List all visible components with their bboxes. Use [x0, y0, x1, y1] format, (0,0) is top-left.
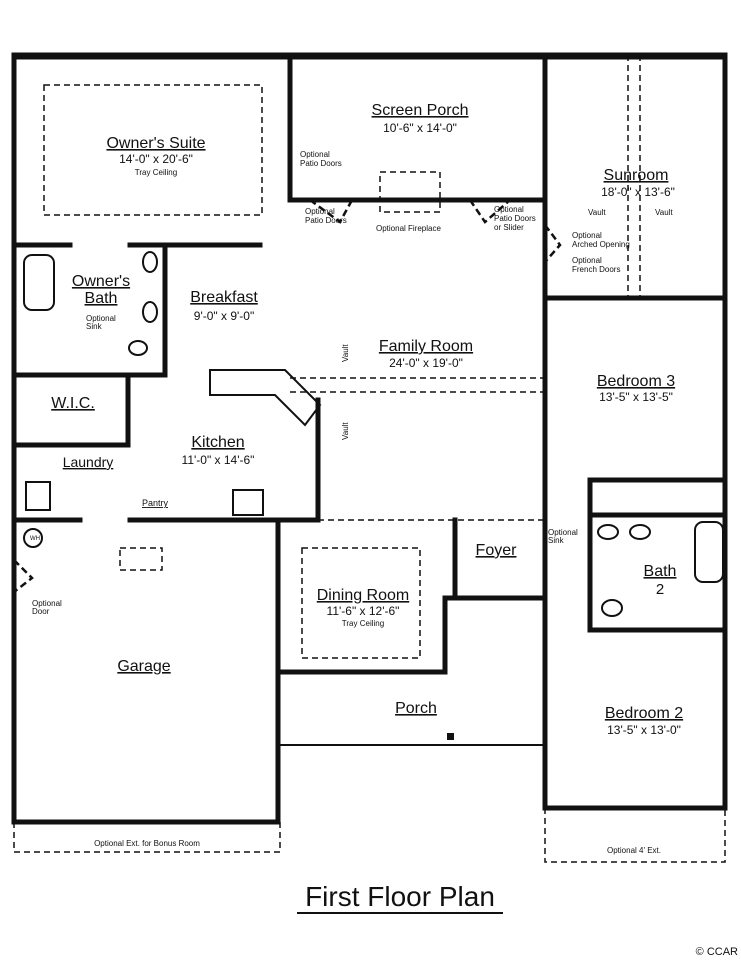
note: Optional Fireplace [376, 224, 441, 233]
note: Sink [548, 536, 565, 545]
room-note: Tray Ceiling [342, 619, 384, 628]
note: Optional [305, 207, 335, 216]
room-name: Bedroom 2 [605, 705, 683, 722]
note: Patio Doors [494, 214, 536, 223]
room-dimensions: 10'-6" x 14'-0" [383, 121, 457, 135]
optional-notes: Optional Patio Doors Optional Patio Door… [94, 150, 661, 855]
room-dimensions: 9'-0" x 9'-0" [194, 309, 254, 323]
copyright: © CCAR [696, 946, 738, 958]
note: Arched Opening [572, 240, 630, 249]
room-pantry: Pantry [142, 498, 169, 508]
room-breakfast: Breakfast 9'-0" x 9'-0" [190, 289, 258, 323]
note: Optional [300, 150, 330, 159]
room-owners-bath: Owner's Bath Optional Sink [72, 273, 130, 331]
note: Optional [548, 528, 578, 537]
room-sunroom: Sunroom 18'-0" x 13'-6" Vault Vault [588, 167, 675, 217]
note: Optional [494, 205, 524, 214]
room-dimensions: 11'-6" x 12'-6" [327, 604, 400, 618]
room-name: Breakfast [190, 289, 258, 306]
note: Patio Doors [300, 159, 342, 168]
note: Optional 4' Ext. [607, 846, 661, 855]
room-name: Owner's [72, 273, 130, 290]
note: Optional [572, 256, 602, 265]
room-dimensions: 24'-0" x 19'-0" [389, 356, 463, 370]
vault-label: Vault [588, 208, 606, 217]
room-owners-suite: Owner's Suite 14'-0" x 20'-6" Tray Ceili… [106, 135, 205, 177]
room-dimensions: 13'-5" x 13'-5" [599, 390, 673, 404]
room-dimensions: 14'-0" x 20'-6" [119, 152, 193, 166]
vault-label: Vault [655, 208, 673, 217]
room-dimensions: 11'-0" x 14'-6" [182, 453, 255, 467]
room-bedroom-3: Bedroom 3 13'-5" x 13'-5" [597, 373, 675, 404]
room-kitchen: Kitchen 11'-0" x 14'-6" [182, 434, 255, 467]
room-family-room: Family Room 24'-0" x 19'-0" Vault Vault [341, 338, 473, 440]
room-name: 2 [656, 581, 664, 598]
room-name: Sunroom [604, 167, 669, 184]
note: Door [32, 607, 50, 616]
room-name: Garage [117, 658, 170, 675]
walls [11, 52, 728, 825]
room-screen-porch: Screen Porch 10'-6" x 14'-0" [372, 102, 469, 135]
room-name: Kitchen [191, 434, 244, 451]
room-bath-2: Bath 2 Optional Sink [548, 528, 676, 598]
room-name: Screen Porch [372, 102, 469, 119]
fixtures [23, 251, 724, 617]
room-name: W.I.C. [51, 395, 95, 412]
room-note: Sink [86, 322, 103, 331]
dashed-lines [13, 55, 726, 863]
water-heater-label: WH [30, 536, 40, 542]
room-foyer: Foyer [476, 542, 518, 559]
room-note: Tray Ceiling [135, 168, 177, 177]
room-dining: Dining Room 11'-6" x 12'-6" Tray Ceiling [317, 587, 409, 628]
room-garage: Garage WH Optional Door [30, 536, 171, 675]
room-bedroom-2: Bedroom 2 13'-5" x 13'-0" [605, 705, 683, 737]
note: French Doors [572, 265, 620, 274]
room-porch: Porch [395, 700, 437, 717]
note: Optional [32, 599, 62, 608]
room-laundry: Laundry [63, 454, 114, 470]
plan-title: First Floor Plan [305, 881, 495, 912]
room-name: Bath [85, 290, 118, 307]
room-dimensions: 18'-0" x 13'-6" [601, 185, 675, 199]
note: Patio Doors [305, 216, 347, 225]
vault-label: Vault [341, 422, 350, 440]
note: or Slider [494, 223, 524, 232]
room-name: Family Room [379, 338, 473, 355]
note: Optional Ext. for Bonus Room [94, 839, 200, 848]
room-name: Dining Room [317, 587, 409, 604]
vault-label: Vault [341, 344, 350, 362]
room-dimensions: 13'-5" x 13'-0" [607, 723, 681, 737]
room-name: Bedroom 3 [597, 373, 675, 390]
note: Optional [572, 231, 602, 240]
room-wic: W.I.C. [51, 395, 95, 412]
room-note: Optional [86, 314, 116, 323]
room-name: Bath [644, 563, 677, 580]
room-name: Owner's Suite [106, 135, 205, 152]
